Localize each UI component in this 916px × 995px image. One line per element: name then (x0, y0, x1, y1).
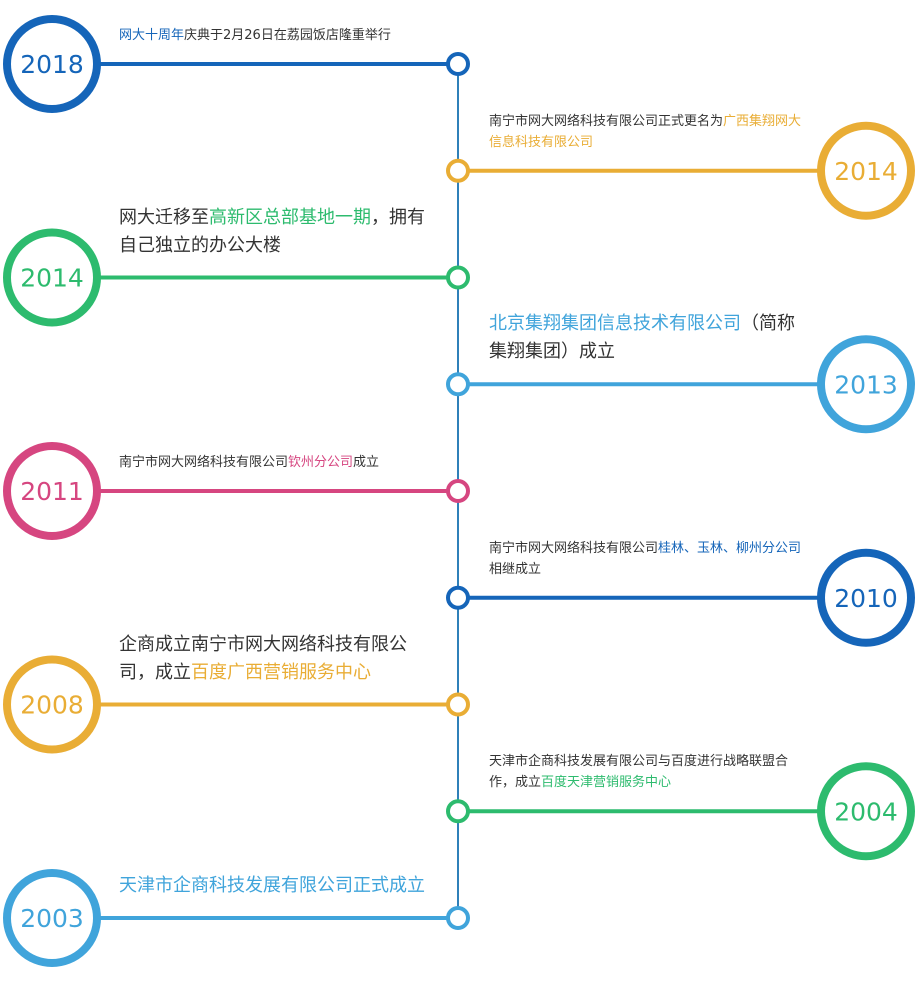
year-label: 2011 (20, 477, 84, 506)
event-text: （简称集翔集团）成立 (489, 313, 795, 363)
year-circle (3, 655, 101, 754)
event-description: 南宁市网大网络科技有限公司钦州分公司成立 (119, 452, 429, 473)
event-highlight: 高新区总部基地一期 (209, 206, 371, 228)
event-text: 相继成立 (489, 561, 542, 577)
year-label: 2003 (20, 904, 84, 933)
event-description: 企商成立南宁市网大网络科技有限公司，成立百度广西营销服务中心 (119, 631, 429, 687)
event-text: 南宁市网大网络科技有限公司 (119, 455, 289, 470)
event-highlight: 桂林、玉林、柳州分公司 (658, 540, 802, 556)
year-circle (3, 442, 101, 540)
event-description: 南宁市网大网络科技有限公司桂林、玉林、柳州分公司相继成立 (489, 538, 809, 580)
year-circle (3, 228, 101, 327)
event-description: 网大迁移至高新区总部基地一期，拥有自己独立的办公大楼 (119, 204, 429, 260)
year-label: 2014 (20, 264, 84, 293)
timeline-node (446, 692, 470, 717)
event-highlight: 百度天津营销服务中心 (541, 775, 672, 791)
year-circle (3, 869, 101, 967)
timeline-event-2: 2014 (3, 228, 470, 327)
event-highlight: 天津市企商科技发展有限公司正式成立 (119, 875, 425, 896)
event-description: 北京集翔集团信息技术有限公司（简称集翔集团）成立 (489, 310, 809, 366)
event-highlight: 网大十周年 (119, 28, 185, 43)
event-text: 南宁市网大网络科技有限公司 (489, 540, 659, 556)
event-description: 网大十周年庆典于2月26日在荔园饭店隆重举行 (119, 25, 429, 46)
timeline-node (446, 52, 470, 76)
event-highlight: 广西集翔网大信息科技有限公司 (489, 113, 802, 150)
event-description: 南宁市网大网络科技有限公司正式更名为广西集翔网大信息科技有限公司 (489, 111, 809, 153)
timeline-event-0: 2018 (3, 15, 470, 113)
event-highlight: 钦州分公司 (288, 455, 354, 470)
year-label: 2008 (20, 691, 84, 720)
year-circle (3, 15, 101, 113)
year-label: 2004 (834, 797, 898, 826)
year-label: 2014 (834, 157, 898, 186)
timeline-node (446, 799, 470, 824)
timeline-event-1: 2014 (446, 121, 915, 220)
timeline-event-7: 2004 (446, 762, 915, 861)
event-highlight: 百度广西营销服务中心 (191, 661, 371, 683)
timeline-event-6: 2008 (3, 655, 470, 754)
timeline-event-8: 2003 (3, 869, 470, 967)
year-label: 2018 (20, 50, 84, 79)
event-text: 网大迁移至 (119, 206, 209, 228)
year-circle (817, 548, 915, 647)
event-description: 天津市企商科技发展有限公司正式成立 (119, 872, 429, 900)
event-text: ，拥有自己独立的办公大楼 (119, 206, 425, 256)
year-circle (817, 335, 915, 434)
timeline-event-4: 2011 (3, 442, 470, 540)
timeline-node (446, 906, 470, 930)
timeline-node (446, 265, 470, 290)
event-highlight: 北京集翔集团信息技术有限公司 (489, 313, 741, 335)
timeline-event-5: 2010 (446, 548, 915, 647)
event-text: 天津市企商科技发展有限公司与百度进行战略联盟合作，成立 (489, 754, 789, 791)
event-text: 企商成立南宁市网大网络科技有限公司，成立 (119, 633, 407, 683)
year-label: 2013 (834, 370, 898, 399)
year-circle (817, 762, 915, 861)
event-text: 南宁市网大网络科技有限公司正式更名为 (489, 113, 724, 129)
event-description: 天津市企商科技发展有限公司与百度进行战略联盟合作，成立百度天津营销服务中心 (489, 751, 809, 793)
year-label: 2010 (834, 584, 898, 613)
timeline-node (446, 479, 470, 503)
timeline-event-3: 2013 (446, 335, 915, 434)
event-text: 庆典于2月26日在荔园饭店隆重举行 (184, 28, 391, 43)
timeline-node (446, 372, 470, 397)
year-circle (817, 121, 915, 220)
timeline-node (446, 585, 470, 610)
event-text: 成立 (353, 455, 380, 470)
timeline-node (446, 158, 470, 183)
